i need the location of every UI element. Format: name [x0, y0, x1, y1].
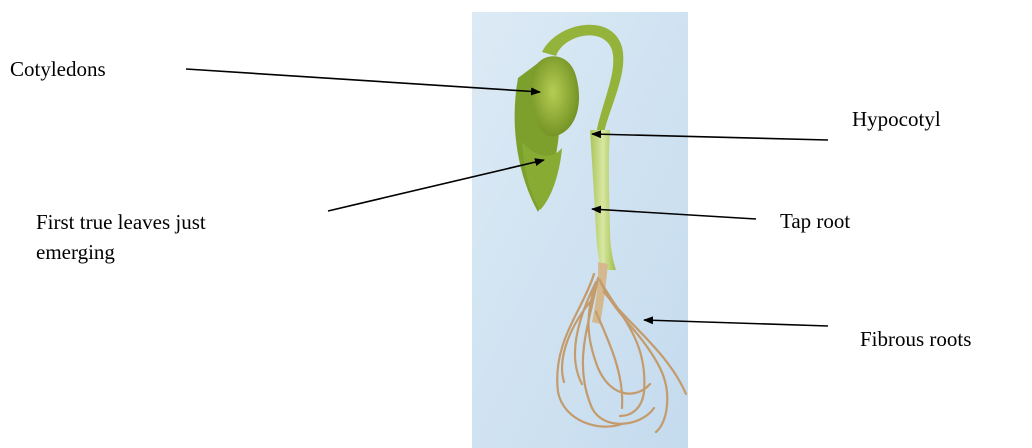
- arrow-first-leaves: [328, 160, 544, 211]
- label-hypocotyl: Hypocotyl: [852, 106, 941, 132]
- arrow-hypocotyl: [592, 134, 828, 140]
- label-first-true-leaves-line2: emerging: [36, 237, 206, 267]
- arrow-tap-root: [592, 209, 756, 219]
- label-cotyledons: Cotyledons: [10, 56, 106, 82]
- label-first-true-leaves: First true leaves just emerging: [36, 207, 206, 267]
- arrow-cotyledons: [186, 69, 540, 92]
- label-fibrous-roots: Fibrous roots: [860, 326, 971, 352]
- arrow-fibrous-roots: [644, 320, 828, 326]
- label-tap-root: Tap root: [780, 208, 850, 234]
- label-first-true-leaves-line1: First true leaves just: [36, 207, 206, 237]
